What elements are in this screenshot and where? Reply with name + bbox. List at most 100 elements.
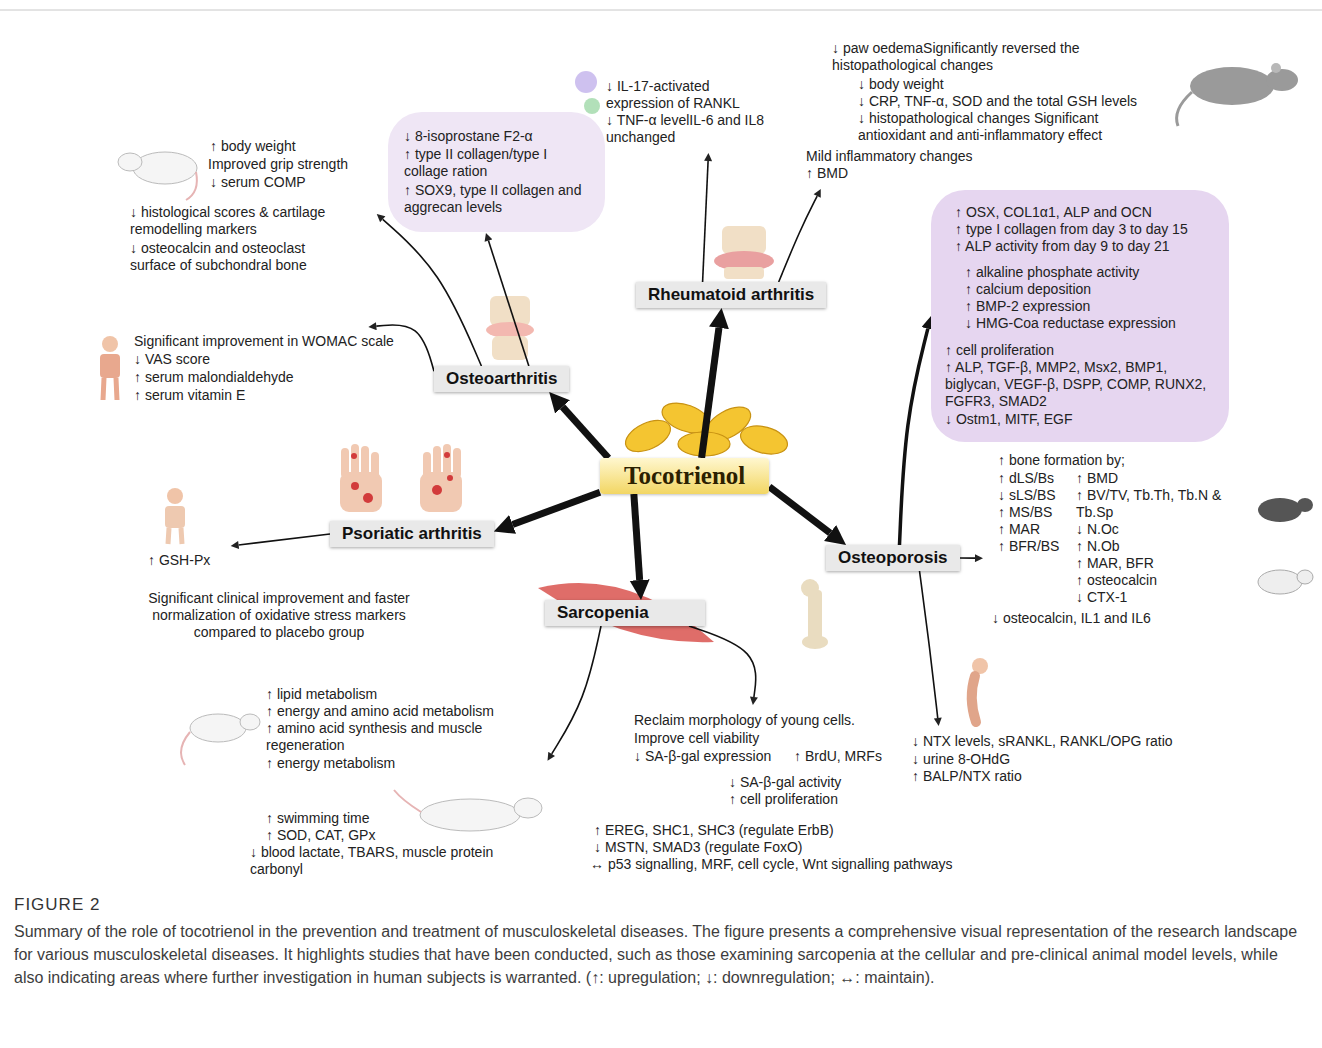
connector-arrow [239, 534, 330, 545]
human-figure [100, 336, 120, 400]
ra-joint [714, 226, 774, 279]
figure-title: FIGURE 2 [14, 894, 1310, 916]
femur-bone [801, 579, 828, 649]
finding-text: ↑ amino acid synthesis and muscle regene… [266, 720, 541, 754]
compound-label: Tocotrienol [600, 458, 769, 494]
finding-text: ↓ Ostm1, MITF, EGF [945, 411, 1073, 428]
finding-text: ↓ N.Oc [1076, 521, 1119, 538]
finding-text: ↑ BMD [806, 165, 848, 182]
finding-text: Reclaim morphology of young cells. [634, 712, 855, 729]
mice [1258, 498, 1313, 594]
finding-text: ↑ MAR [998, 521, 1040, 538]
mouse-head [1297, 498, 1313, 512]
capsule [737, 421, 790, 459]
finding-text: ↑ BFR/BS [998, 538, 1059, 555]
disease-box: Rheumatoid arthritis [636, 282, 826, 308]
finding-text: ↓ VAS score [134, 351, 210, 368]
joint-capsule [486, 322, 534, 338]
bone-end [802, 635, 828, 649]
node-label: Psoriatic arthritis [342, 524, 482, 544]
finding-text: ↑ GSH-Px [148, 552, 210, 569]
torso [972, 676, 976, 722]
head [167, 488, 183, 504]
mouse-body [1258, 570, 1302, 594]
finding-text: ↑ calcium deposition [965, 281, 1091, 298]
finding-group: ↑ lipid metabolism↑ energy and amino aci… [242, 680, 547, 884]
lesion [447, 475, 453, 481]
femur-end [490, 296, 530, 326]
bone-shaft [808, 590, 822, 640]
finding-text: ↑ SOX9, type II collagen and aggrecan le… [404, 182, 589, 216]
connector-arrow [383, 219, 482, 366]
finding-text: ↑ BMP-2 expression [965, 298, 1090, 315]
white-rat [181, 714, 260, 765]
rat-body [420, 799, 520, 831]
finding-text: ↑ OSX, COL1α1, ALP and OCN [955, 204, 1152, 221]
finding-group: ↓ IL-17-activated expression of RANKL↓ T… [600, 72, 817, 152]
finding-text: ↓ NTX levels, sRANKL, RANKL/OPG ratio [912, 733, 1173, 750]
connector-arrow [960, 557, 975, 559]
rat-body [1190, 67, 1274, 105]
finding-text: ↓ HMG-Coa reductase expression [965, 315, 1176, 332]
connector-arrow [779, 196, 817, 282]
rat-head [514, 798, 542, 818]
disease-box: Osteoarthritis [434, 366, 569, 392]
torso [100, 354, 120, 378]
finding-text: ↑ MAR, BFR [1076, 555, 1154, 572]
mouse-head [1297, 570, 1313, 584]
connector-arrow [689, 626, 756, 697]
finding-text: Improved grip strength [208, 156, 348, 173]
finger [341, 448, 349, 478]
finding-text: ↑ serum vitamin E [134, 387, 245, 404]
finding-text: ↑ bone formation by; [998, 452, 1125, 469]
woman-figure [972, 658, 988, 722]
rat-body [133, 152, 197, 184]
finding-text: ↑ dLS/Bs [998, 470, 1054, 487]
finding-text: ↑ cell proliferation [945, 342, 1054, 359]
finding-text: ↑ N.Ob [1076, 538, 1120, 555]
finding-text: ↓ blood lactate, TBARS, muscle protein c… [250, 844, 540, 878]
finding-text: Significant clinical improvement and fas… [148, 590, 410, 641]
finding-text: Significant improvement in WOMAC scale [134, 333, 394, 350]
bone-head [801, 579, 819, 597]
finding-text: ↓ histopathological changes Significant … [858, 110, 1148, 144]
node-label: Rheumatoid arthritis [648, 285, 814, 305]
cell-finding: ↑ OSX, COL1α1, ALP and OCN↑ type I colla… [931, 190, 1229, 442]
finding-text: ↑ SOD, CAT, GPx [266, 827, 375, 844]
connector-arrow [488, 241, 528, 366]
finding-text: ↓ IL-17-activated expression of RANKL [606, 78, 776, 112]
finger [351, 444, 359, 476]
finding-text: ↑ serum malondialdehyde [134, 369, 294, 386]
grey-rat [1177, 63, 1298, 126]
lesion [351, 482, 359, 490]
finding-group: Significant improvement in WOMAC scale↓ … [128, 327, 400, 410]
finding-text: ↑ body weight [210, 138, 296, 155]
legs [168, 528, 182, 544]
finding-text: ↑ swimming time [266, 810, 369, 827]
frame-rule [0, 10, 1322, 11]
finding-text: ↓ sLS/BS [998, 487, 1056, 504]
node-label: Osteoarthritis [446, 369, 557, 389]
rat-head [118, 153, 142, 171]
finding-text: Improve cell viability [634, 730, 759, 747]
finding-text: ↓ TNF-α levelIL-6 and IL8 unchanged [606, 112, 811, 146]
rat-body [190, 714, 246, 742]
connector-arrow [634, 494, 640, 580]
disease-box: Psoriatic arthritis [330, 521, 494, 547]
finding-text: ↔ p53 signalling, MRF, cell cycle, Wnt s… [590, 856, 953, 873]
finding-text: ↑ BV/TV, Tb.Th, Tb.N & Tb.Sp [1076, 487, 1241, 521]
connector-arrow [769, 487, 830, 533]
bone-end [724, 267, 764, 279]
finding-text: ↑ type I collagen from day 3 to day 15 [955, 221, 1188, 238]
legs [103, 378, 117, 400]
finding-text: ↓ MSTN, SMAD3 (regulate FoxO) [594, 839, 803, 856]
finding-text: ↓ paw oedemaSignificantly reversed the h… [832, 40, 1082, 74]
head [102, 336, 118, 352]
rat-tail [1177, 92, 1192, 126]
rat-tail [181, 732, 190, 765]
finding-text: ↓ serum COMP [210, 174, 306, 191]
connector-arrow [563, 407, 609, 458]
finding-text: ↑ BMD [1076, 470, 1118, 487]
finding-text: ↓ urine 8-OHdG [912, 751, 1010, 768]
lesion [363, 493, 373, 503]
